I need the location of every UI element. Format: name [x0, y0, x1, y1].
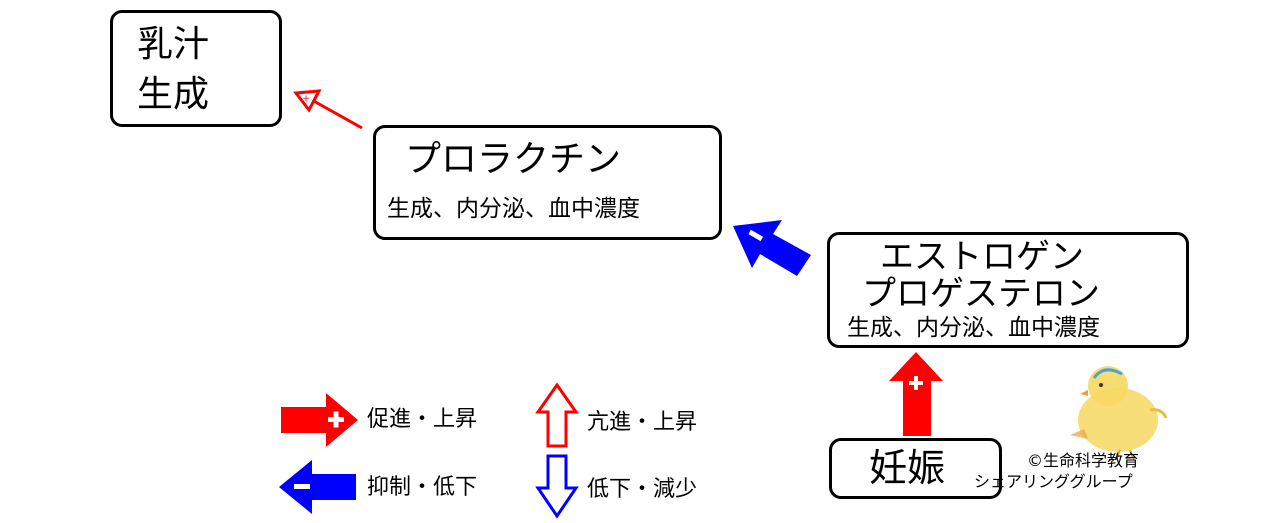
- legend-inhibit-arrow: [279, 460, 356, 514]
- credit-line2: シェアリンググループ: [974, 472, 1133, 491]
- pregnancy-to-estrogen-promote-arrow: [889, 352, 943, 436]
- legend-decrease-arrow: [535, 454, 579, 519]
- prolactin-to-milk-arrow: +: [293, 89, 363, 130]
- legend-promote-arrow: [281, 393, 358, 447]
- prolactin-box: [373, 125, 722, 240]
- credit-line1: ©生命科学教育: [1027, 451, 1140, 470]
- legend-promote-label: 促進・上昇: [367, 407, 478, 432]
- milk-production-label-line1: 乳汁: [137, 24, 210, 65]
- legend-decrease-label: 低下・減少: [587, 477, 698, 502]
- chick-mascot-icon: [1070, 366, 1168, 461]
- estrogen-to-prolactin-inhibit-arrow: [733, 220, 811, 276]
- milk-production-box: [110, 10, 282, 127]
- legend-enhance-arrow: [535, 382, 579, 448]
- prolactin-title: プロラクチン: [405, 139, 622, 180]
- pregnancy-box: [829, 438, 1002, 499]
- svg-text:+: +: [302, 94, 310, 104]
- estrogen-subtitle: 生成、内分泌、血中濃度: [847, 315, 1100, 341]
- estrogen-progesterone-box: [827, 232, 1189, 348]
- prolactin-subtitle: 生成、内分泌、血中濃度: [387, 196, 640, 222]
- progesterone-title: プロゲステロン: [862, 274, 1100, 314]
- pregnancy-label: 妊娠: [869, 446, 946, 490]
- milk-production-label-line2: 生成: [137, 74, 210, 115]
- legend-inhibit-label: 抑制・低下: [367, 475, 478, 500]
- legend-enhance-label: 亢進・上昇: [587, 410, 698, 435]
- estrogen-title: エストロゲン: [880, 237, 1084, 277]
